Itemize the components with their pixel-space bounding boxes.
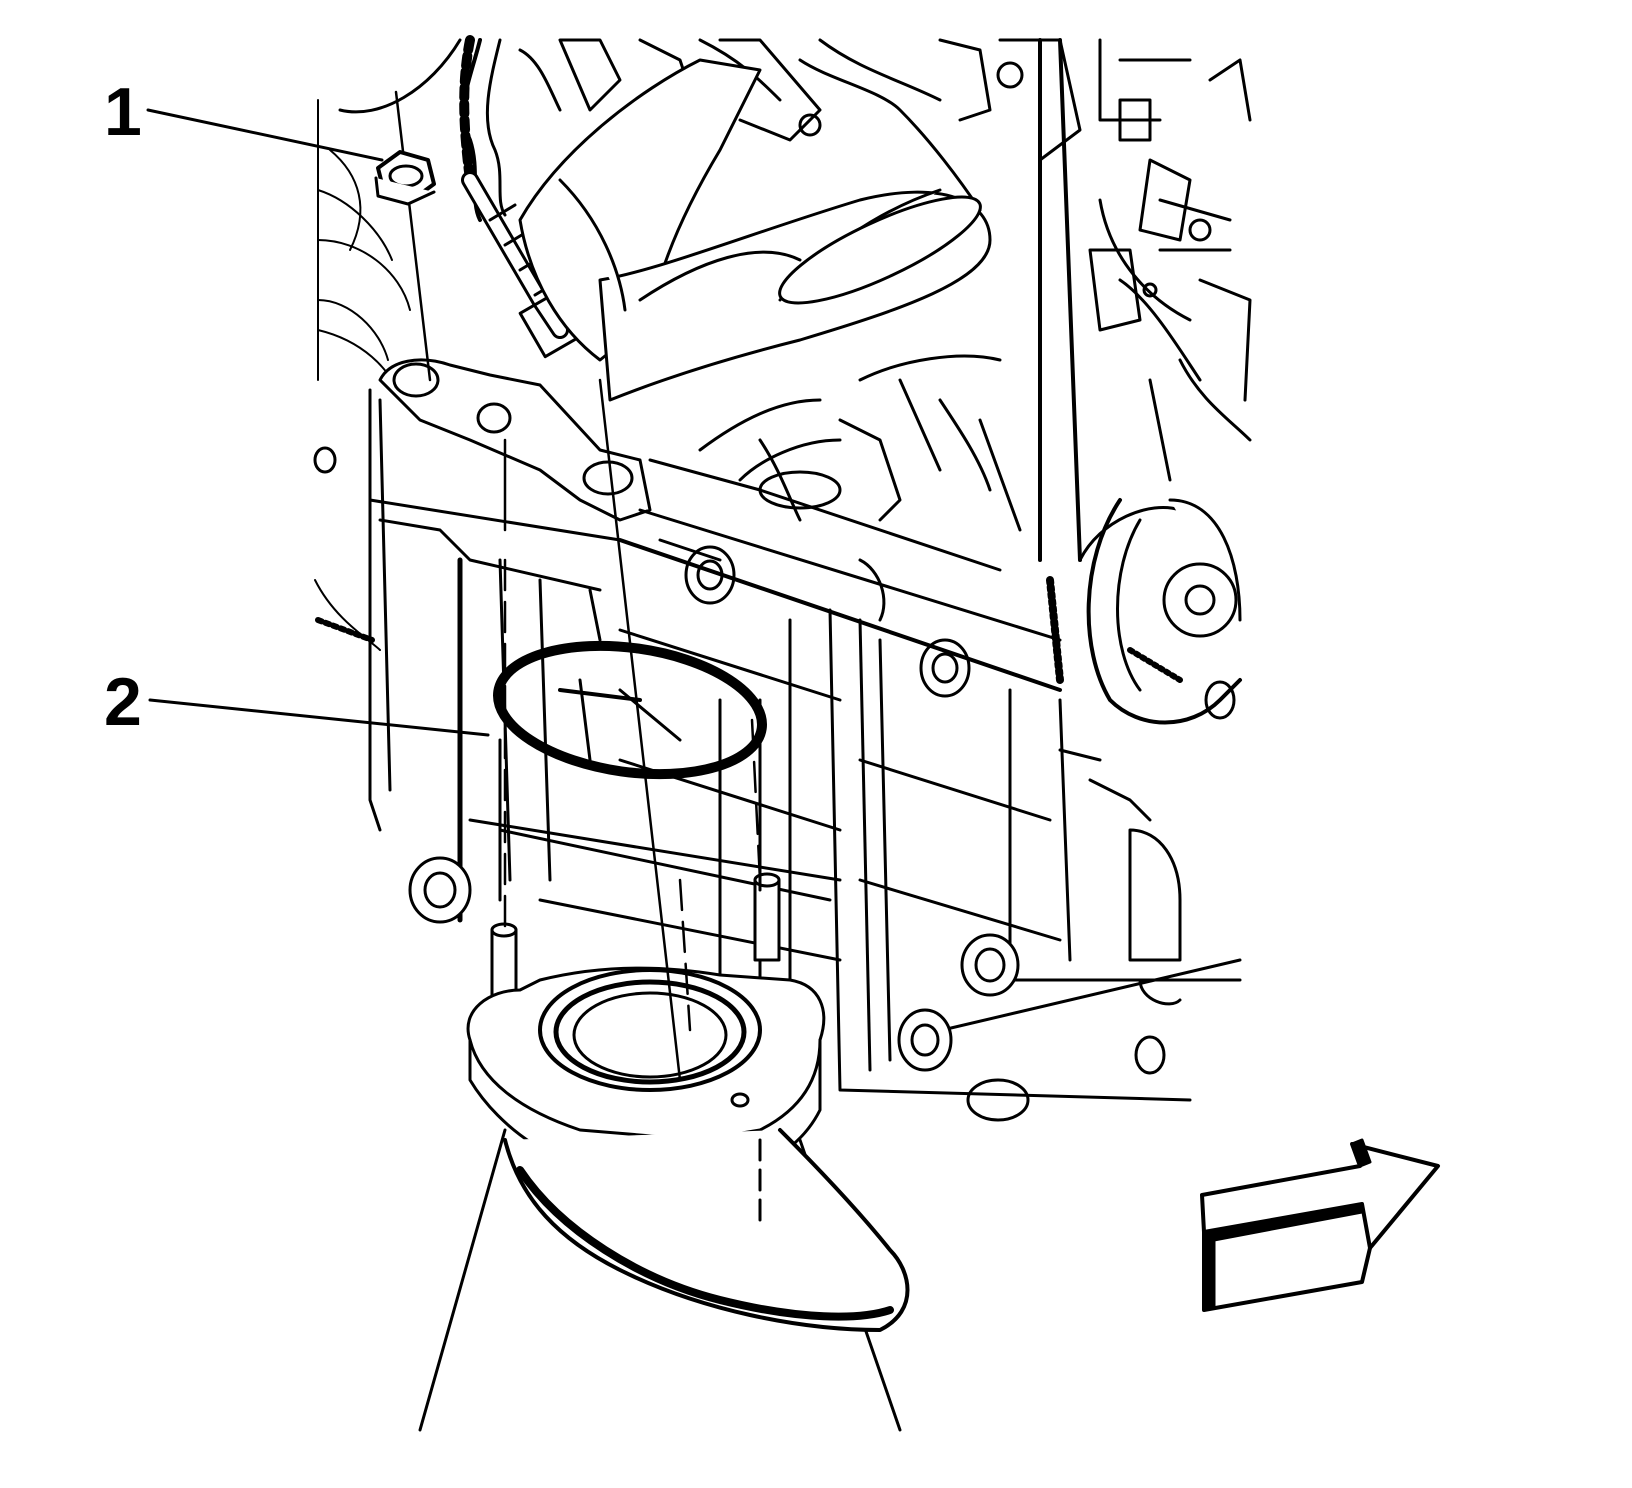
callout-2-label: 2 xyxy=(104,664,142,740)
oxygen-sensor xyxy=(459,35,582,359)
callout-1-leader xyxy=(146,108,384,162)
callout-leaders xyxy=(146,108,490,737)
callout-2-leader xyxy=(148,698,490,737)
exhaust-manifold-gasket xyxy=(493,640,767,902)
cylinder-head xyxy=(368,354,1242,1122)
callout-1-label: 1 xyxy=(104,74,142,150)
exhaust-pipe xyxy=(418,966,910,1432)
exhaust-manifold-nut xyxy=(374,150,436,206)
alignment-guides xyxy=(394,90,762,1082)
exhaust-manifold-runners xyxy=(518,58,992,402)
front-direction-arrow-icon xyxy=(1200,1138,1440,1312)
